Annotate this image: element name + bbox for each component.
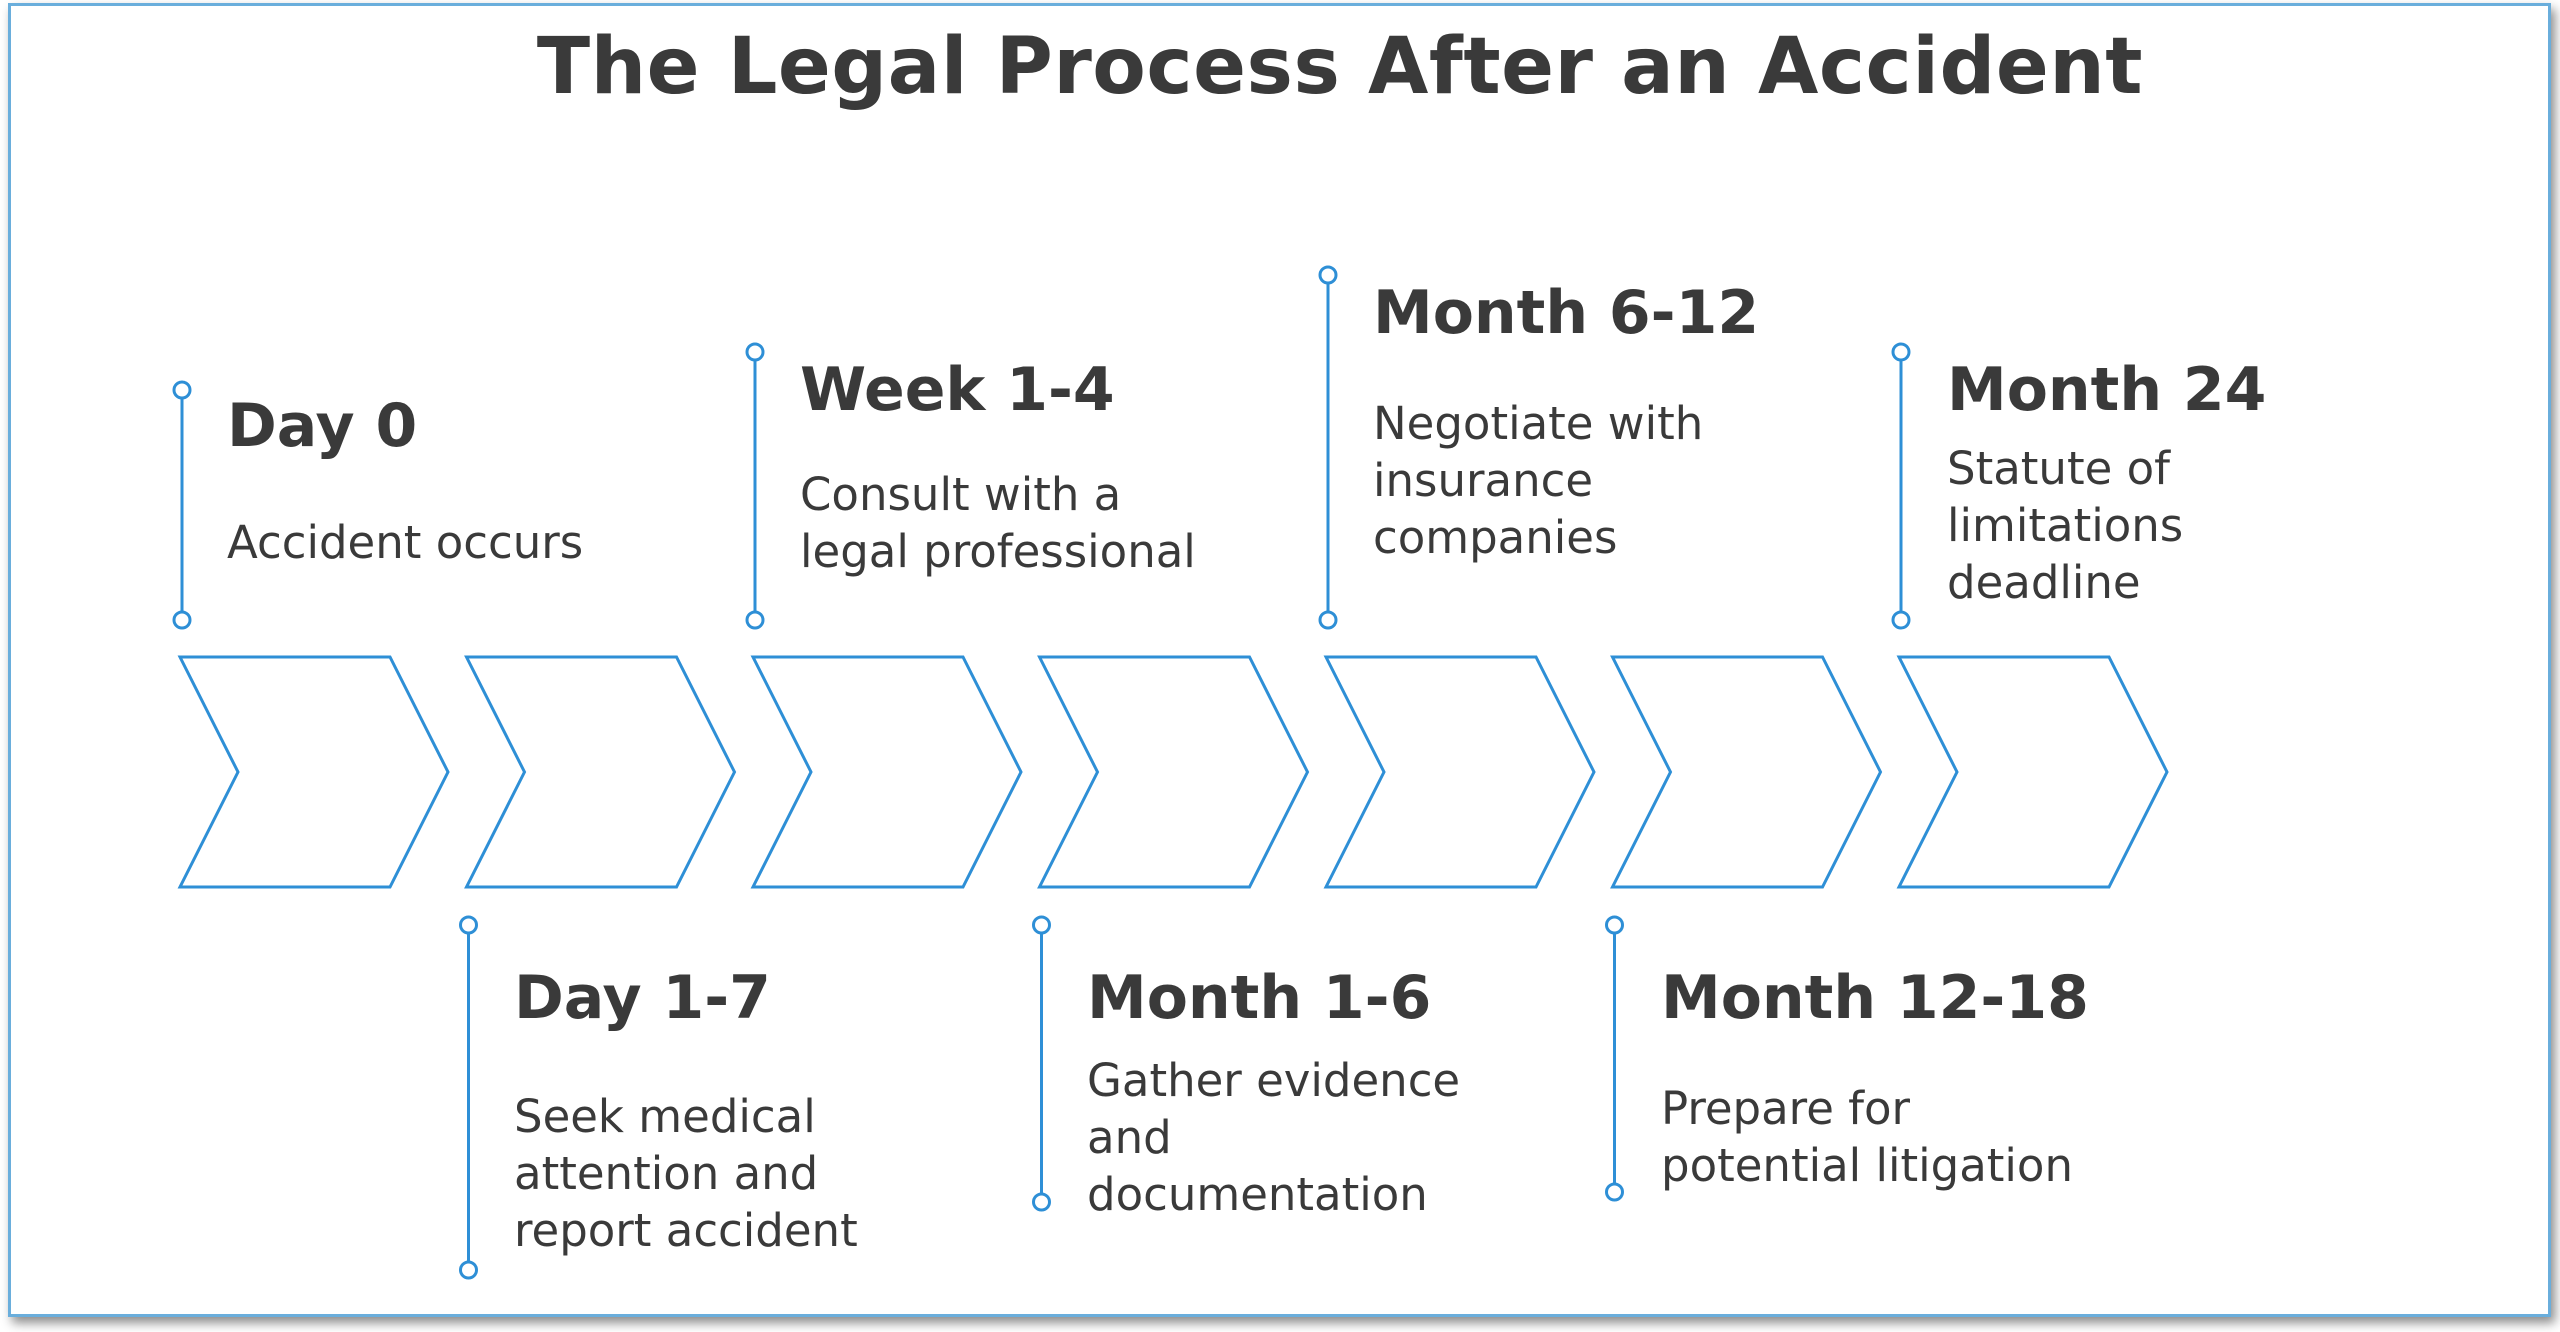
milestone-description: Accident occurs [227,516,584,569]
milestone-heading: Month 1-6 [1087,963,1432,1033]
chevron-step-7 [1896,655,2169,889]
connector-pin-3 [745,342,765,630]
connector-pin-1 [172,380,192,630]
connector-pin-6 [1605,915,1624,1202]
milestone-heading: Month 6-12 [1373,278,1760,348]
chevron-step-4 [1037,655,1310,889]
diagram-frame [8,3,2551,1317]
milestone-description: Negotiate with insurance companies [1373,397,1704,564]
connector-pin-7 [1891,342,1911,630]
chevron-step-5 [1323,655,1596,889]
chevron-step-3 [750,655,1023,889]
milestone-description: Consult with a legal professional [800,468,1196,578]
chevron-step-6 [1610,655,1883,889]
milestone-heading: Day 0 [227,391,418,461]
milestone-description: Statute of limitations deadline [1947,442,2184,609]
milestone-heading: Week 1-4 [800,355,1115,425]
milestone-heading: Day 1-7 [514,963,771,1033]
connector-pin-4 [1032,915,1051,1212]
milestone-heading: Month 12-18 [1661,963,2089,1033]
milestone-description: Gather evidence and documentation [1087,1054,1461,1221]
milestone-description: Seek medical attention and report accide… [514,1090,858,1257]
chevron-step-2 [464,655,737,889]
milestone-description: Prepare for potential litigation [1661,1082,2073,1192]
milestone-heading: Month 24 [1947,355,2267,425]
connector-pin-5 [1318,265,1338,630]
diagram-title: The Legal Process After an Accident [536,22,2144,112]
connector-pin-2 [459,915,478,1280]
chevron-step-1 [177,655,450,889]
